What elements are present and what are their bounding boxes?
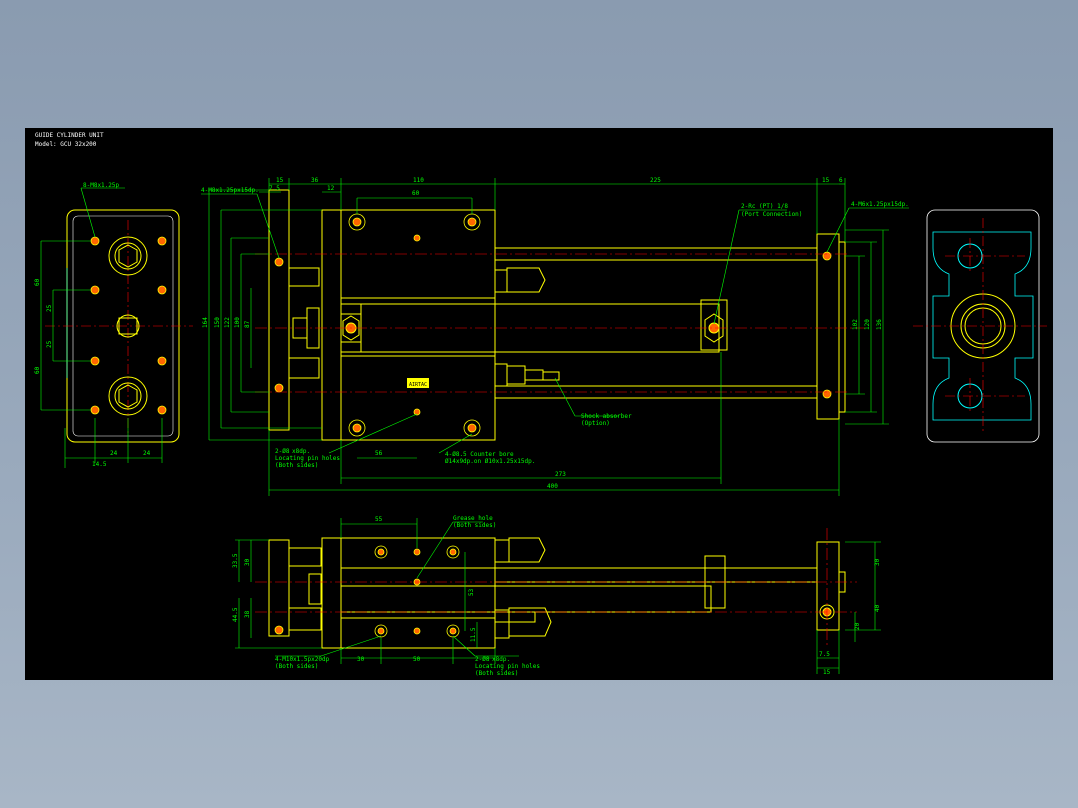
dim-b15: 15: [823, 669, 831, 676]
dim-b33-5: 33.5: [232, 553, 239, 568]
dim-b44-5: 44.5: [232, 607, 239, 622]
dim-36: 36: [311, 177, 319, 184]
dim-102: 102: [852, 319, 859, 330]
bottom-pin-sides: (Both sides): [475, 670, 518, 677]
dim-b30a: 30: [244, 558, 251, 566]
dim-b55: 55: [375, 516, 383, 523]
locating-pin-sides: (Both sides): [275, 462, 318, 469]
dim-164: 164: [202, 317, 209, 328]
bottom-pin-label: 2-Ø8: [475, 656, 490, 663]
right-holes-label: 4-M6x1.25px15dp.: [851, 201, 909, 208]
front-holes-label: 4-M8x1.25px15dp.: [201, 187, 259, 194]
dim-b30b: 30: [357, 656, 365, 663]
dim-b50: 50: [413, 656, 421, 663]
dim-122: 122: [224, 317, 231, 328]
dim-7-5: 7.5: [269, 185, 280, 192]
drawing-model: Model: GCU 32x200: [35, 141, 97, 148]
dim-100: 100: [234, 317, 241, 328]
left-end-view: 8-M8x1.25p 60 25 25 60 14.5 24 24: [34, 182, 193, 468]
dim-273: 273: [555, 471, 566, 478]
front-view: AIRTAC: [201, 177, 909, 496]
dim-6: 6: [839, 177, 843, 184]
dim-b11-5: 11.5: [470, 627, 477, 642]
grease-sides: (Both sides): [453, 522, 496, 529]
locating-pin-depth: x8dp.: [292, 448, 310, 455]
dim-left-14-5: 14.5: [92, 461, 107, 468]
dim-15b: 15: [822, 177, 830, 184]
right-end-view: [913, 209, 1047, 443]
dim-136: 136: [876, 319, 883, 330]
dim-b38: 38: [244, 610, 251, 618]
dim-b53: 53: [468, 588, 475, 596]
dim-225: 225: [650, 177, 661, 184]
dim-87: 87: [244, 320, 251, 328]
bottom-holes-sides: (Both sides): [275, 663, 318, 670]
dim-15a: 15: [276, 177, 284, 184]
counter-bore-spec: Ø14x9dp.on Ø10x1.25x15dp.: [445, 458, 535, 465]
dim-150: 150: [214, 317, 221, 328]
bottom-pin-depth: x8dp.: [492, 656, 510, 663]
left-holes-label: 8-M8x1.25p: [83, 182, 120, 189]
shock-option: (Option): [581, 420, 610, 427]
locating-pin-desc: Locating pin holes: [275, 455, 340, 462]
dim-b30r: 30: [874, 558, 881, 566]
port-label: 2-Rc (PT) 1/8: [741, 203, 788, 210]
dim-left-60: 60: [34, 278, 41, 286]
drawing-canvas[interactable]: GUIDE CYLINDER UNIT Model: GCU 32x200: [25, 128, 1053, 680]
dim-b7-5: 7.5: [819, 651, 830, 658]
port-note: (Port Connection): [741, 211, 802, 218]
dim-60: 60: [412, 190, 420, 197]
brand-logo: AIRTAC: [409, 382, 427, 388]
grease-label: Grease hole: [453, 515, 493, 522]
dim-56: 56: [375, 450, 383, 457]
dim-left-24b: 24: [143, 450, 151, 457]
dim-12: 12: [327, 185, 335, 192]
dim-400: 400: [547, 483, 558, 490]
dim-left-25b: 25: [46, 340, 53, 348]
cad-drawing: GUIDE CYLINDER UNIT Model: GCU 32x200: [34, 132, 1047, 677]
dim-110: 110: [413, 177, 424, 184]
dim-b20r: 20: [854, 622, 861, 630]
bottom-pin-desc: Locating pin holes: [475, 663, 540, 670]
dim-left-60b: 60: [34, 366, 41, 374]
top-view: 55 33.5 30 44.5 38 30 50 53 11.5 30 40 2…: [232, 515, 881, 677]
dim-left-25a: 25: [46, 304, 53, 312]
dim-left-24a: 24: [110, 450, 118, 457]
dim-120: 120: [864, 319, 871, 330]
drawing-title: GUIDE CYLINDER UNIT: [35, 132, 104, 139]
locating-pin-label: 2-Ø8: [275, 448, 290, 455]
counter-bore-label: 4-Ø8.5 Counter bore: [445, 451, 514, 458]
bottom-holes-label: 4-M10x1.5px20dp: [275, 656, 330, 663]
dim-b40r: 40: [874, 604, 881, 612]
shock-label: Shock absorber: [581, 413, 632, 420]
